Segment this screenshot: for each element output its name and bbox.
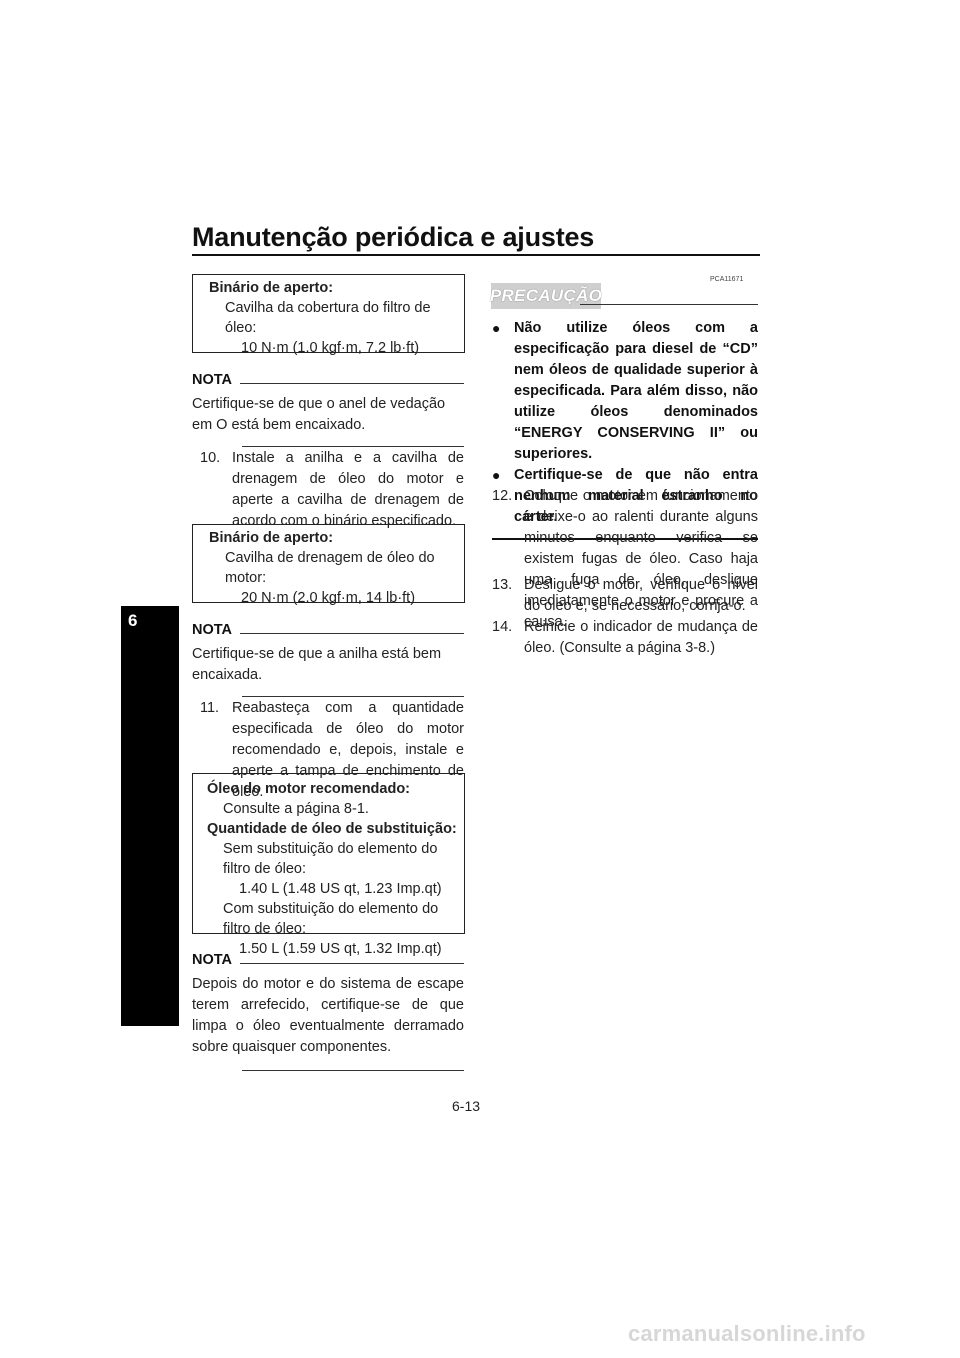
- watermark: carmanualsonline.info: [628, 1321, 866, 1346]
- nota-block-2: NOTA Certifique-se de que a anilha está …: [192, 622, 464, 697]
- torque-spec-box-drain-bolt: Binário de aperto: Cavilha de drenagem d…: [192, 524, 465, 606]
- precaucao-end-rule: [492, 538, 758, 540]
- precaucao-bullet: ● Não utilize óleos com a especificação …: [492, 318, 758, 465]
- step-number: 12.: [492, 488, 513, 504]
- nota-label: NOTA: [192, 372, 233, 388]
- nota-rule: [240, 633, 464, 634]
- nota-label: NOTA: [192, 952, 233, 968]
- nota-text: Certifique-se de que a anilha está bem e…: [192, 646, 442, 683]
- spec-value: 10 N·m (1.0 kgf·m, 7.2 lb·ft): [241, 340, 420, 356]
- step-text: Desligue o motor, verifique o nível do ó…: [524, 577, 758, 614]
- title-rule: [192, 254, 760, 256]
- bullet-text: Não utilize óleos com a especificação pa…: [514, 320, 758, 462]
- spec-item: Cavilha da cobertura do filtro de: [225, 300, 431, 316]
- nota-rule: [240, 383, 464, 384]
- step-13: 13. Desligue o motor, verifique o nível …: [492, 575, 758, 617]
- nota-text: Depois do motor e do sistema de escape t…: [192, 976, 464, 1055]
- spec-value-oil: Consulte a página 8-1.: [223, 801, 369, 817]
- spec-item-cont: motor:: [225, 570, 267, 586]
- precaucao-rule: [580, 304, 758, 305]
- nota-end-rule: [242, 446, 464, 447]
- spec-item: Com substituição do elemento do: [223, 901, 439, 917]
- spec-item-cont: filtro de óleo:: [223, 921, 307, 937]
- spec-label: Binário de aperto:: [209, 280, 334, 296]
- nota-rule: [240, 963, 464, 964]
- spec-label: Binário de aperto:: [209, 530, 334, 546]
- page-number: 6-13: [452, 1098, 481, 1114]
- precaucao-body: ● Não utilize óleos com a especificação …: [492, 318, 758, 540]
- step-14: 14. Reinicie o indicador de mudança de ó…: [492, 617, 758, 659]
- step-text: Instale a anilha e a cavilha de drenagem…: [232, 450, 464, 529]
- bullet-dot-icon: ●: [492, 320, 501, 336]
- step-number: 14.: [492, 619, 513, 635]
- step-text: Reinicie o indicador de mudança de óleo.…: [524, 619, 758, 656]
- nota-block-1: NOTA Certifique-se de que o anel de veda…: [192, 372, 464, 447]
- precaucao-bullet: ● Certifique-se de que não entra nenhum …: [492, 465, 758, 528]
- chapter-tab: [121, 606, 179, 1026]
- spec-item-cont: óleo:: [225, 320, 257, 336]
- spec-item: Cavilha de drenagem de óleo do: [225, 550, 435, 566]
- chapter-number: 6: [128, 611, 138, 630]
- step-number: 13.: [492, 577, 513, 593]
- spec-value: 1.50 L (1.59 US qt, 1.32 Imp.qt): [239, 941, 442, 957]
- bullet-text: Certifique-se de que não entra nenhum ma…: [514, 467, 758, 525]
- nota-text: Certifique-se de que o anel de vedação e…: [192, 396, 446, 433]
- nota-end-rule: [242, 696, 464, 697]
- spec-item-cont: filtro de óleo:: [223, 861, 307, 877]
- step-12: 12. Coloque o motor em funcionamento e d…: [492, 486, 758, 633]
- page-title: Manutenção periódica e ajustes: [192, 222, 595, 252]
- nota-end-rule: [242, 1070, 464, 1071]
- spec-label-oil: Óleo do motor recomendado:: [207, 781, 411, 797]
- bullet-dot-icon: ●: [492, 467, 501, 483]
- spec-value: 1.40 L (1.48 US qt, 1.23 Imp.qt): [239, 881, 442, 897]
- step-10: 10. Instale a anilha e a cavilha de dren…: [200, 448, 464, 532]
- step-text: Reabasteça com a quantidade especificada…: [232, 700, 464, 800]
- spec-label-quantity: Quantidade de óleo de substituição:: [207, 821, 457, 837]
- precaucao-badge: PRECAUÇÃO: [490, 283, 602, 309]
- oil-spec-box: Óleo do motor recomendado: Consulte a pá…: [192, 773, 465, 957]
- nota-block-3: NOTA Depois do motor e do sistema de esc…: [192, 952, 464, 1071]
- spec-value: 20 N·m (2.0 kgf·m, 14 lb·ft): [241, 590, 416, 606]
- step-number: 10.: [200, 450, 221, 466]
- spec-item: Sem substituição do elemento do: [223, 841, 438, 857]
- precaucao-code: PCA11671: [710, 276, 744, 283]
- step-text: Coloque o motor em funcionamento e deixe…: [524, 488, 758, 630]
- step-11: 11. Reabasteça com a quantidade especifi…: [200, 698, 464, 803]
- step-number: 11.: [200, 700, 220, 716]
- torque-spec-box-filter-cover: Binário de aperto: Cavilha da cobertura …: [192, 274, 465, 356]
- nota-label: NOTA: [192, 622, 233, 638]
